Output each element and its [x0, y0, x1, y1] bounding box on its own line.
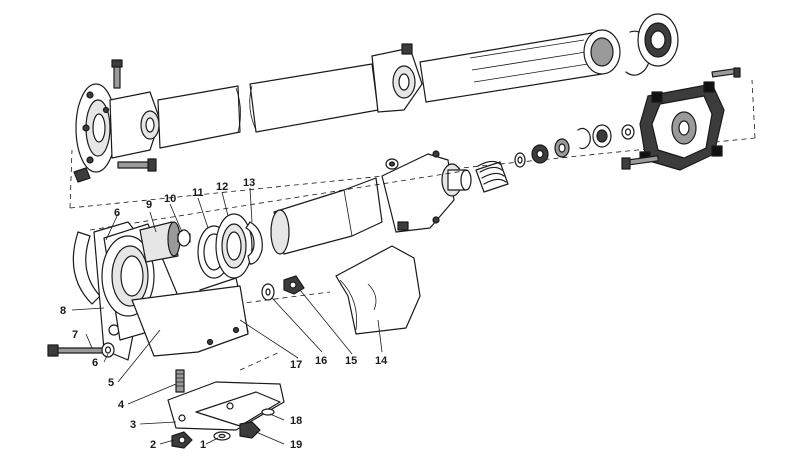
coupling-bolt-upper: [711, 67, 741, 78]
nut-2: [171, 431, 193, 449]
callout-18: 18: [290, 415, 302, 427]
callout-15: 15: [345, 355, 357, 367]
shaft-bearing: [583, 13, 679, 76]
callout-5: 5: [108, 377, 114, 389]
callout-13: 13: [243, 177, 255, 189]
bearing-stack: [514, 124, 635, 168]
coupling-bolt-lower: [621, 155, 660, 170]
splined-shaft: [419, 31, 603, 103]
callout-1: 1: [200, 439, 206, 451]
washer-16: [261, 283, 275, 301]
support-frame: [131, 285, 249, 357]
callout-10: 10: [164, 193, 176, 205]
callout-11: 11: [192, 187, 204, 199]
nut-19: [239, 421, 261, 439]
seal-rings: [177, 213, 263, 279]
callout-14: 14: [375, 355, 388, 367]
centre-bearing-housing: [381, 150, 472, 233]
callout-19: 19: [290, 439, 302, 451]
mounting-bracket-assembly: [47, 221, 249, 361]
spacer-10: [177, 229, 191, 247]
callout-4: 4: [118, 399, 125, 411]
leader-lines: [71, 187, 383, 445]
callout-16: 16: [315, 355, 327, 367]
heat-shield-14: [335, 245, 421, 335]
callout-6-lower: 6: [92, 357, 98, 369]
middle-tube: [249, 63, 379, 133]
washer-18: [261, 408, 275, 416]
dust-guard: [72, 231, 101, 305]
callout-3: 3: [130, 419, 136, 431]
callout-2: 2: [150, 439, 156, 451]
flange-bolt: [73, 158, 157, 183]
top-bolt: [111, 59, 123, 89]
long-bolt: [47, 344, 109, 357]
intermediate-tube: [270, 177, 383, 255]
callout-17: 17: [290, 359, 302, 371]
callout-9: 9: [146, 199, 152, 211]
compression-spring: [475, 160, 509, 193]
callout-8: 8: [60, 305, 66, 317]
front-tube: [157, 85, 241, 149]
mounting-base: [167, 381, 285, 431]
circlip-13: [245, 221, 263, 265]
callout-6-upper: 6: [114, 207, 120, 219]
drive-shaft-assembly: [73, 13, 679, 183]
nut-15: [283, 275, 305, 295]
callout-7: 7: [72, 329, 78, 341]
threaded-stud: [175, 369, 185, 393]
callout-labels: 1 2 3 4 5 6 6 7 8 9 10 11 12 13 14 15 16…: [60, 177, 388, 451]
universal-joint: [371, 43, 423, 113]
front-flange: [75, 83, 117, 173]
flex-coupling: [621, 67, 741, 171]
callout-12: 12: [216, 181, 228, 193]
